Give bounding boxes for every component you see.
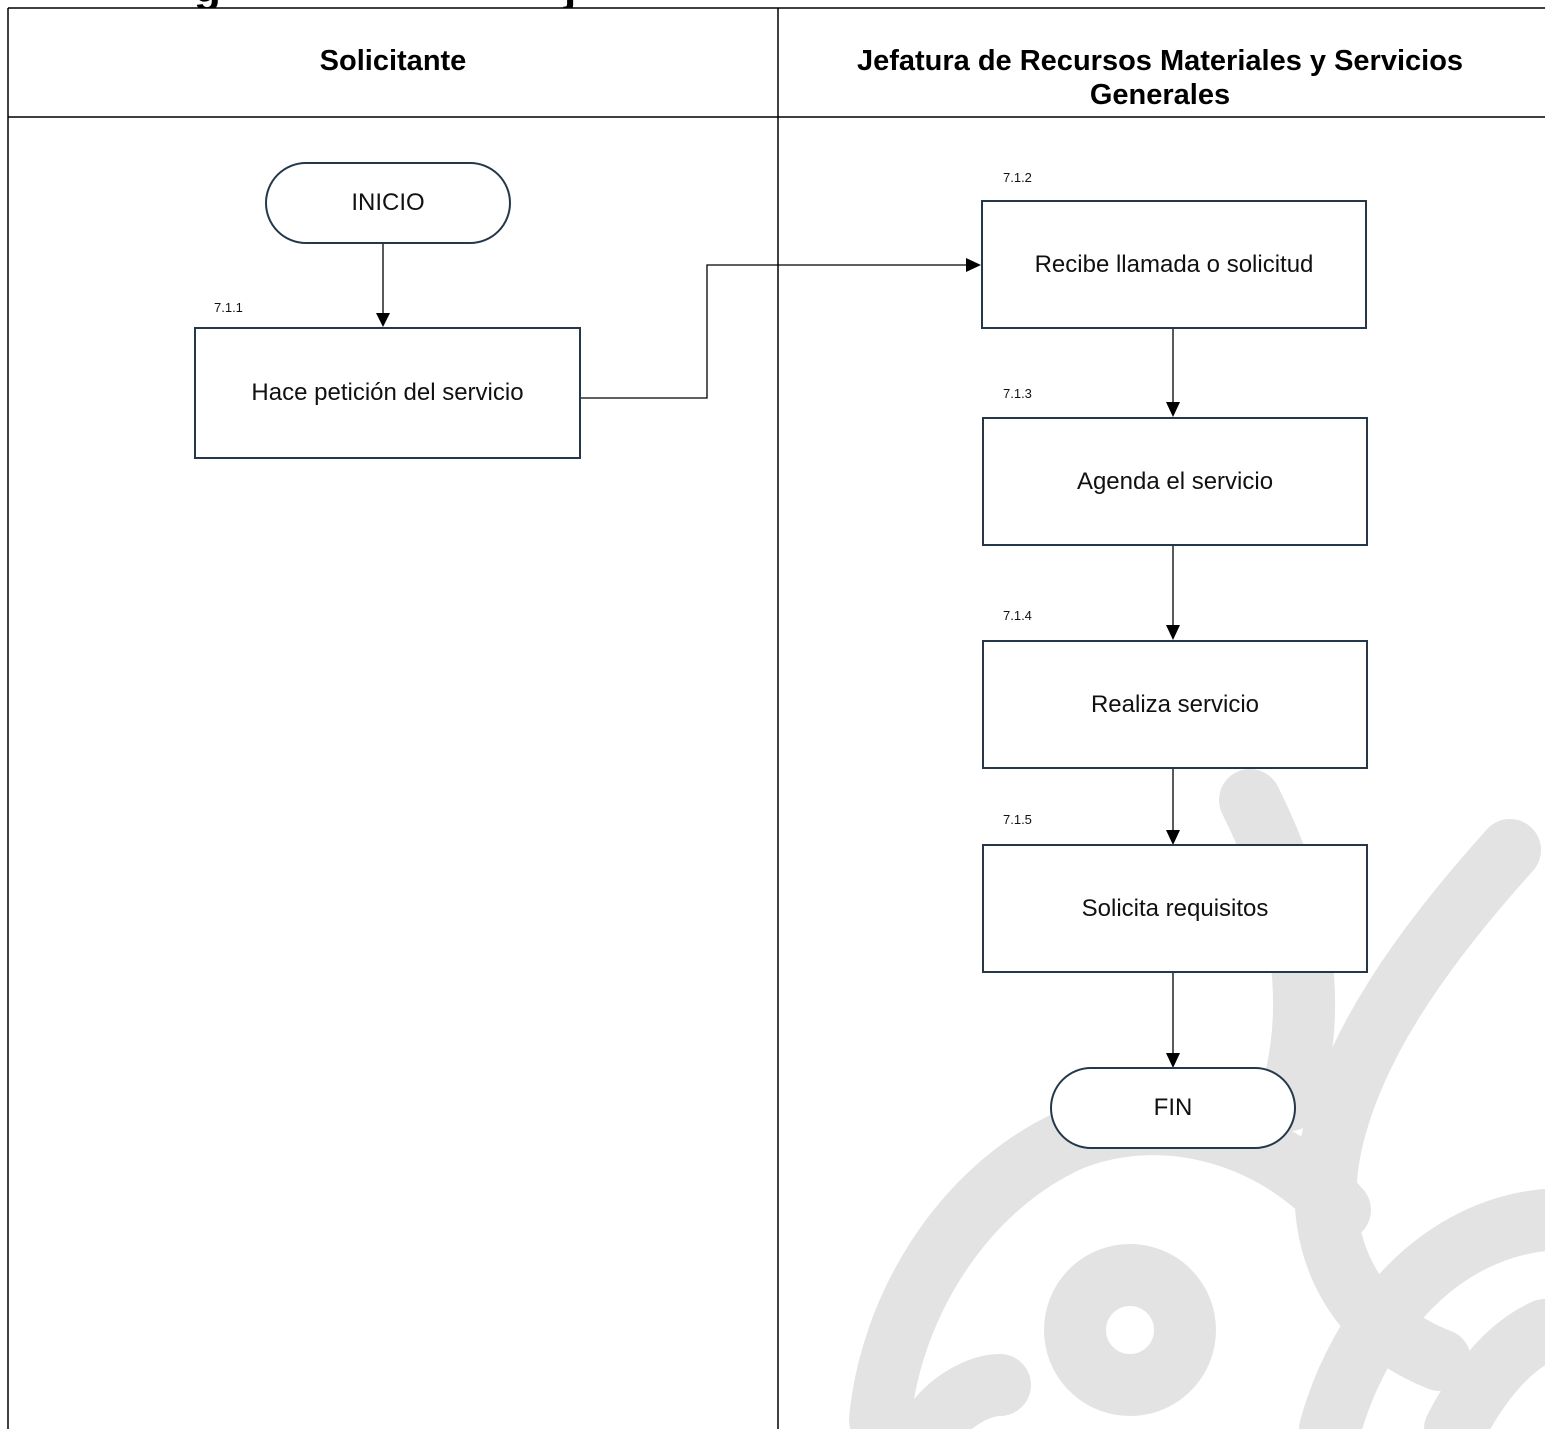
process-7-1-3 (982, 417, 1368, 546)
step-number-7-1-3: 7.1.3 (1003, 386, 1032, 401)
start-terminator (265, 162, 511, 244)
arrowheads (376, 258, 1180, 1068)
lane-header-solicitante: Solicitante (319, 45, 467, 77)
lane-header-jefatura: Jefatura de Recursos Materiales y Servic… (856, 45, 1464, 111)
process-label-7-1-1: Hace petición del servicio (251, 379, 524, 406)
swimlane-grid (7, 7, 1545, 1429)
step-number-7-1-5: 7.1.5 (1003, 812, 1032, 827)
process-7-1-2 (981, 200, 1367, 329)
svg-text:j: j (563, 0, 576, 8)
step-number-7-1-1: 7.1.1 (214, 300, 243, 315)
page-title-fragment: g j (190, 0, 610, 8)
process-label-7-1-4: Realiza servicio (1090, 690, 1260, 718)
svg-text:g: g (194, 0, 221, 8)
end-label: FIN (1153, 1094, 1193, 1121)
arrowhead-to-7-1-4 (1166, 625, 1180, 640)
process-7-1-4 (982, 640, 1368, 769)
connectors (382, 242, 1174, 1055)
end-terminator (1050, 1067, 1296, 1149)
process-label-7-1-3: Agenda el servicio (1076, 467, 1274, 495)
arrowhead-to-fin (1166, 1053, 1180, 1068)
arrowhead-to-7-1-5 (1166, 830, 1180, 845)
process-7-1-5 (982, 844, 1368, 973)
process-label-7-1-2: Recibe llamada o solicitud (1034, 250, 1314, 278)
arrowhead-to-7-1-2 (966, 258, 981, 272)
step-number-7-1-4: 7.1.4 (1003, 608, 1032, 623)
arrowhead-to-7-1-1 (376, 313, 390, 327)
title-glyph-g: g (194, 0, 221, 8)
title-glyph-j: j (563, 0, 576, 8)
process-label-7-1-5: Solicita requisitos (1081, 894, 1269, 922)
step-number-7-1-2: 7.1.2 (1003, 170, 1032, 185)
start-label: INICIO (351, 189, 425, 216)
process-7-1-1 (194, 327, 581, 459)
arrowhead-to-7-1-3 (1166, 402, 1180, 417)
